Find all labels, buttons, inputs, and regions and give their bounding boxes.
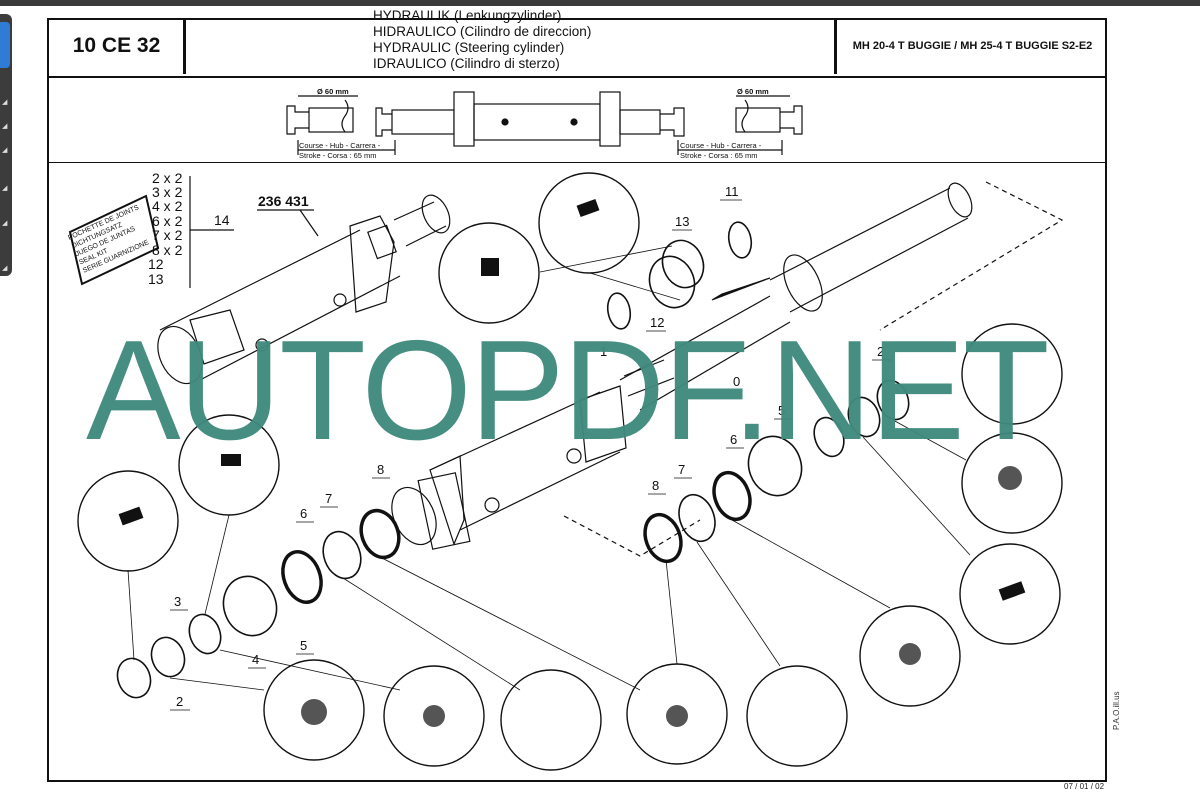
- title-de: HYDRAULIK (Lenkungzylinder): [373, 8, 562, 23]
- drawing-sheet: [47, 18, 1107, 782]
- callout-12: 12: [650, 315, 664, 330]
- callout-1: 1: [600, 344, 607, 359]
- callout-2: 2: [877, 344, 884, 359]
- callout-11: 11: [725, 184, 739, 199]
- arrow-icon[interactable]: ◢: [2, 185, 8, 192]
- section-code: 10 CE 32: [50, 18, 186, 74]
- watermark: AUTOPDF.NET: [86, 311, 1050, 470]
- callout-underlines: [170, 199, 892, 711]
- callout-6: 6: [300, 506, 307, 521]
- kit-item: 12: [148, 256, 164, 272]
- cylinder-body-front: [391, 359, 675, 550]
- seal-rings-left: [116, 508, 401, 699]
- section-titles: HYDRAULIK (Lenkungzylinder) HIDRAULICO (…: [373, 8, 591, 72]
- detail-circles: [77, 172, 1063, 771]
- title-es: HIDRAULICO (Cilindro de direccion): [373, 24, 592, 39]
- kit-item: 13: [148, 271, 164, 287]
- callout-8: 8: [652, 478, 659, 493]
- callout-3: 3: [174, 594, 181, 609]
- callout-8: 8: [377, 462, 384, 477]
- kit-item: 4 x 2: [152, 198, 183, 214]
- detail-sections: [118, 198, 1026, 727]
- callout-4: 4: [252, 652, 259, 667]
- side-toolbar: ◢ ◢ ◢ ◢ ◢ ◢: [0, 14, 12, 276]
- arrow-icon[interactable]: ◢: [2, 147, 8, 154]
- leader-lines: [127, 245, 971, 691]
- kit-item: 8 x 2: [152, 242, 183, 258]
- callout-7: 7: [678, 462, 685, 477]
- stroke-right-2: Stroke - Corsa : 65 mm: [680, 151, 758, 160]
- callout-2: 2: [176, 694, 183, 709]
- title-it: IDRAULICO (Cilindro di sterzo): [373, 56, 560, 71]
- kit-item: 7 x 2: [152, 227, 183, 243]
- cylinder-overview: Ø 60 mm Course - Hub - Carrera - Stroke …: [286, 87, 803, 160]
- callout-0: 0: [733, 374, 740, 389]
- callout-14: 14: [214, 212, 230, 228]
- seal-kit-label: POCHETTE DE JOINTS DICHTUNGSATZ JUEGO DE…: [67, 170, 319, 288]
- pointer-tool-button[interactable]: [0, 22, 10, 68]
- diameter-right: Ø 60 mm: [737, 87, 769, 96]
- kit-item: 2 x 2: [152, 170, 183, 186]
- stroke-left-2: Stroke - Corsa : 65 mm: [299, 151, 377, 160]
- strip-separator: [47, 162, 1107, 163]
- diameter-left: Ø 60 mm: [317, 87, 349, 96]
- callout-6: 6: [730, 432, 737, 447]
- document-date: 07 / 01 / 02: [1064, 782, 1105, 791]
- machine-models: MH 20-4 T BUGGIE / MH 25-4 T BUGGIE S2-E…: [834, 18, 1108, 74]
- stroke-right-1: Course - Hub - Carrera -: [680, 141, 762, 150]
- arrow-icon[interactable]: ◢: [2, 220, 8, 227]
- arrow-icon[interactable]: ◢: [2, 99, 8, 106]
- seal-rings-right: [606, 221, 910, 564]
- kit-item: 6 x 2: [152, 213, 183, 229]
- arrow-icon[interactable]: ◢: [2, 123, 8, 130]
- callout-13: 13: [675, 214, 689, 229]
- kit-item: 3 x 2: [152, 184, 183, 200]
- window-top-bar: [0, 0, 1200, 6]
- piston-rod: [563, 181, 1064, 557]
- callout-5: 5: [778, 403, 785, 418]
- cylinder-body-back: [157, 194, 451, 385]
- callout-7: 7: [325, 491, 332, 506]
- callout-5: 5: [300, 638, 307, 653]
- header-separator: [47, 76, 1107, 78]
- title-en: HYDRAULIC (Steering cylinder): [373, 40, 565, 55]
- part-number: 236 431: [258, 193, 309, 209]
- stroke-left-1: Course - Hub - Carrera -: [299, 141, 381, 150]
- callouts: 2 3 4 5 6 7 8 11 13 12 1 0 5 6 7 8 2: [174, 184, 884, 709]
- illustrator-credit: P.A.O.ill.us: [1112, 691, 1121, 730]
- arrow-icon[interactable]: ◢: [2, 265, 8, 272]
